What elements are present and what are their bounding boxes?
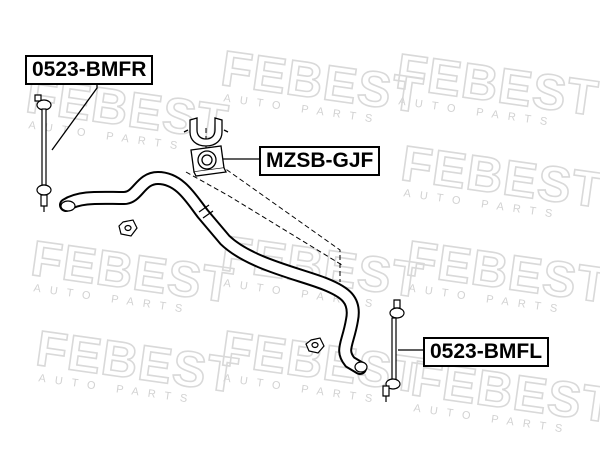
bar-bushing-seat [198,204,214,219]
stabilizer-bar-body [61,173,365,373]
stabilizer-bar [59,171,368,375]
bar-end-eye-left [60,200,76,212]
stabilizer-link-right [34,94,52,212]
link-ball-joint-bottom [36,184,52,196]
link-rod [391,317,397,381]
link-rod [41,108,47,186]
nut-left [118,219,138,237]
watermark-layer: FEBEST AUTO PARTS FEBEST AUTO PARTS FEBE… [22,39,600,436]
bushing-bracket [183,117,229,147]
link-stud-top [34,94,42,102]
watermark-tile: FEBEST AUTO PARTS [27,229,238,316]
watermark-tile: FEBEST AUTO PARTS [402,229,600,316]
part-label-0523-bmfl: 0523-BMFL [423,337,550,367]
bar-end-eye-right [354,361,368,373]
watermark-tile: FEBEST AUTO PARTS [392,42,600,129]
part-label-mzsb-gjf: MZSB-GJF [259,146,381,176]
assembly-line [219,164,341,282]
nut-right [305,337,325,354]
stabilizer-link-left [382,299,405,402]
watermark-tile: FEBEST AUTO PARTS [32,319,243,406]
link-ball-joint-top [389,307,405,319]
part-label-0523-bmfr: 0523-BMFR [25,55,154,85]
link-stud-top [393,299,401,309]
assembly-line [185,171,343,266]
link-stud-bottom [40,194,48,207]
link-stud-bottom [382,385,390,397]
stabilizer-bushing [190,145,227,177]
watermark-tile: FEBEST AUTO PARTS [397,134,600,221]
